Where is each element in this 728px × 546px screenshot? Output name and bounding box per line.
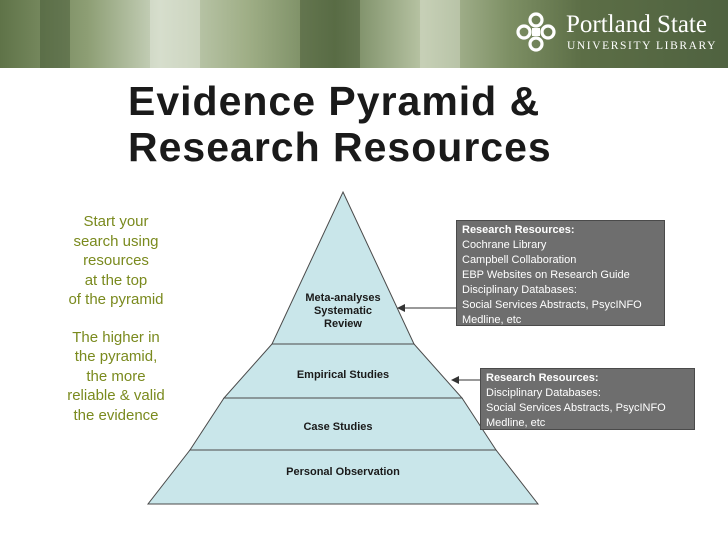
resources-box-top: Research Resources: Cochrane Library Cam… (456, 220, 665, 326)
sidebar-line: the pyramid, (74, 348, 158, 365)
sidebar-line: the more (86, 367, 146, 385)
psu-logo[interactable] (516, 10, 556, 54)
resources-item: Medline, etc (486, 417, 546, 429)
sidebar-line: of the pyramid (68, 291, 164, 308)
institution-name: Portland State (566, 11, 707, 38)
resources-heading: Research Resources: (486, 372, 599, 384)
banner-tree-shape (300, 0, 360, 68)
sidebar-guidance: Start your search using resources at the… (56, 212, 176, 425)
sidebar-line: The higher in (72, 328, 160, 346)
pyramid-label-line: Personal Observation (286, 466, 400, 478)
pyramid-label-line: Meta-analyses (305, 292, 381, 304)
resources-item: EBP Websites on Research Guide (462, 269, 630, 281)
header-banner (0, 0, 728, 68)
resources-item: Social Services Abstracts, PsycINFO (486, 402, 666, 414)
title-line: Research Resources (128, 124, 552, 170)
psu-logo-icon (516, 12, 556, 52)
pyramid-label-line: Systematic (313, 305, 373, 317)
resources-item: Disciplinary Databases: (462, 284, 577, 296)
institution-subtitle: UNIVERSITY LIBRARY (567, 40, 718, 52)
pyramid-label-top: Meta-analyses Systematic Review (278, 292, 408, 331)
title-line: Evidence Pyramid & (128, 78, 541, 124)
sidebar-line: at the top (84, 271, 148, 289)
sidebar-line: resources (83, 252, 149, 269)
resources-heading: Research Resources: (462, 224, 575, 236)
resources-item: Social Services Abstracts, PsycINFO (462, 299, 642, 311)
resources-item: Medline, etc (462, 314, 522, 326)
banner-light-shape (150, 0, 200, 68)
resources-item: Campbell Collaboration (462, 254, 577, 266)
pyramid-label-line: Review (324, 318, 362, 330)
sidebar-line: Start your (83, 213, 149, 230)
resources-item: Disciplinary Databases: (486, 387, 601, 399)
sidebar-line: reliable & valid (67, 387, 165, 404)
banner-light-shape (420, 0, 460, 68)
slide-title: Evidence Pyramid & Research Resources (128, 78, 648, 170)
resources-box-bottom: Research Resources: Disciplinary Databas… (480, 368, 695, 430)
pyramid-label-empirical: Empirical Studies (258, 369, 428, 382)
banner-tree-shape (40, 0, 70, 68)
sidebar-line: search using (73, 232, 159, 250)
sidebar-line: the evidence (73, 406, 159, 424)
resources-item: Cochrane Library (462, 239, 547, 251)
pyramid-label-line: Empirical Studies (296, 369, 390, 381)
pyramid-level-personal (146, 449, 540, 505)
pyramid-label-case: Case Studies (258, 421, 418, 434)
pyramid-label-personal: Personal Observation (258, 466, 428, 479)
pyramid-label-line: Case Studies (303, 421, 373, 433)
